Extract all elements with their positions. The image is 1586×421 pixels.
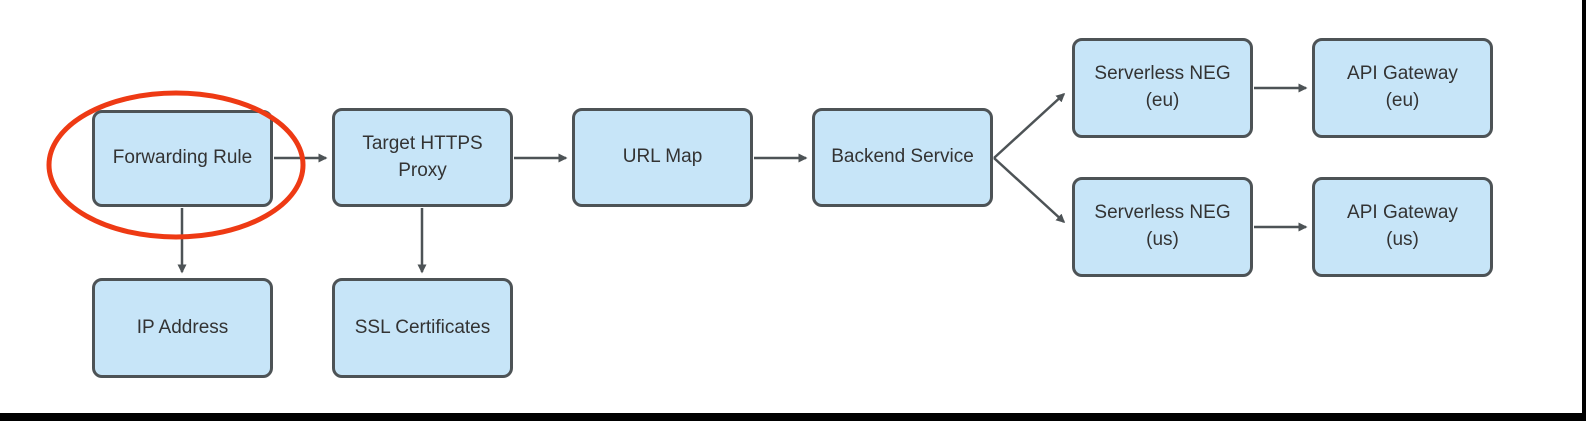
node-api-gateway-us: API Gateway (us) <box>1312 177 1493 277</box>
node-api-gateway-eu: API Gateway (eu) <box>1312 38 1493 138</box>
node-ssl-certificates: SSL Certificates <box>332 278 513 378</box>
arrow-backend-service-to-serverless-neg-us <box>993 157 1066 224</box>
node-url-map: URL Map <box>572 108 753 207</box>
node-forwarding-rule: Forwarding Rule <box>92 110 273 207</box>
node-backend-service: Backend Service <box>812 108 993 207</box>
screen-edge-right <box>1582 0 1586 421</box>
node-serverless-neg-us: Serverless NEG (us) <box>1072 177 1253 277</box>
node-target-https-proxy: Target HTTPS Proxy <box>332 108 513 207</box>
screen-edge-bottom <box>0 413 1586 421</box>
node-ip-address: IP Address <box>92 278 273 378</box>
node-serverless-neg-eu: Serverless NEG (eu) <box>1072 38 1253 138</box>
arrow-backend-service-to-serverless-neg-eu <box>993 92 1066 159</box>
